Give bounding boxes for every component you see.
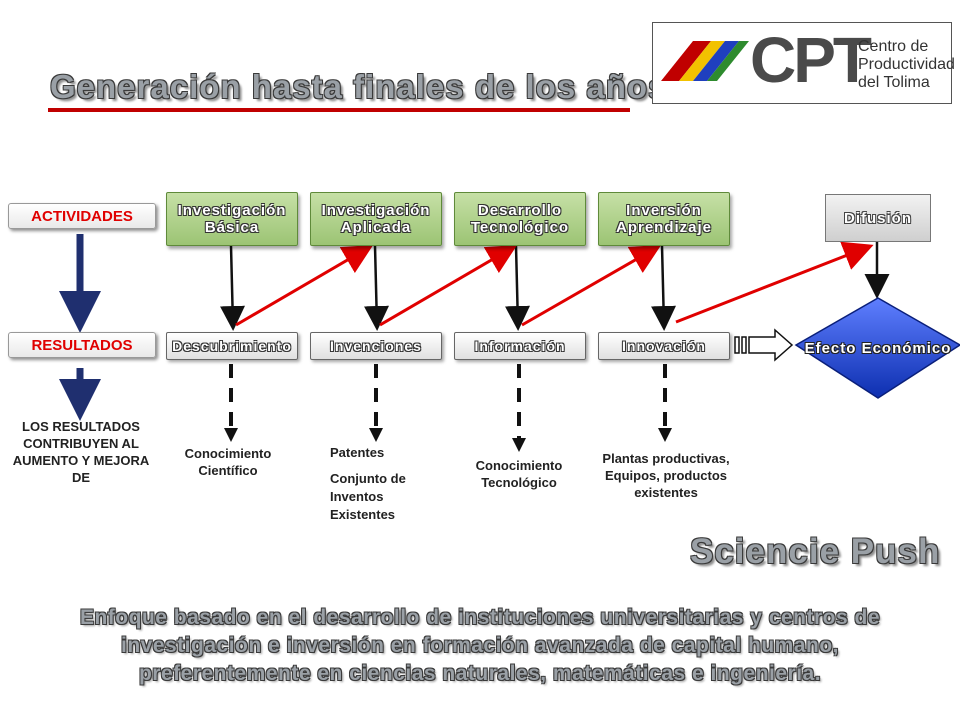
difusion-box: Difusión [825, 194, 931, 242]
bottom-description: Enfoque basado en el desarrollo de insti… [79, 606, 881, 685]
sciencie-push-title: Sciencie Push [690, 532, 941, 571]
title-underline [48, 108, 630, 112]
activity-investigacion-aplicada: Investigación Aplicada [310, 192, 442, 246]
activity-inversion-aprendizaje: Inversión Aprendizaje [598, 192, 730, 246]
output-patentes: Patentes [330, 445, 385, 460]
contribuyen-text: LOS RESULTADOS CONTRIBUYEN AL AUMENTO Y … [12, 419, 150, 485]
tag-actividades: ACTIVIDADES [8, 203, 156, 229]
logo-text: Centro de Productividad del Tolima [858, 38, 955, 91]
logo [652, 22, 952, 104]
logo-mark: CPT [750, 24, 872, 96]
tag-resultados: RESULTADOS [8, 332, 156, 358]
output-plantas-productivas: Plantas productivas, Equipos, productos … [602, 451, 730, 500]
efecto-diamond [794, 297, 960, 399]
logo-stripes-icon [661, 41, 749, 81]
block-arrow-icon [734, 328, 794, 362]
output-conocimiento-cientifico: Conocimiento Científico [184, 446, 272, 478]
result-innovacion: Innovación [598, 332, 730, 360]
result-descubrimiento: Descubrimiento [166, 332, 298, 360]
result-informacion: Información [454, 332, 586, 360]
output-conocimiento-tecnologico: Conocimiento Tecnológico [475, 458, 563, 490]
activity-desarrollo-tecnologico: Desarrollo Tecnológico [454, 192, 586, 246]
slide-title: Generación hasta finales de los años 80 [50, 68, 717, 105]
efecto-economico-label: Efecto Económico [804, 339, 952, 357]
result-invenciones: Invenciones [310, 332, 442, 360]
activity-investigacion-basica: Investigación Básica [166, 192, 298, 246]
output-conjunto-inventos: Conjunto de Inventos Existentes [330, 471, 406, 522]
